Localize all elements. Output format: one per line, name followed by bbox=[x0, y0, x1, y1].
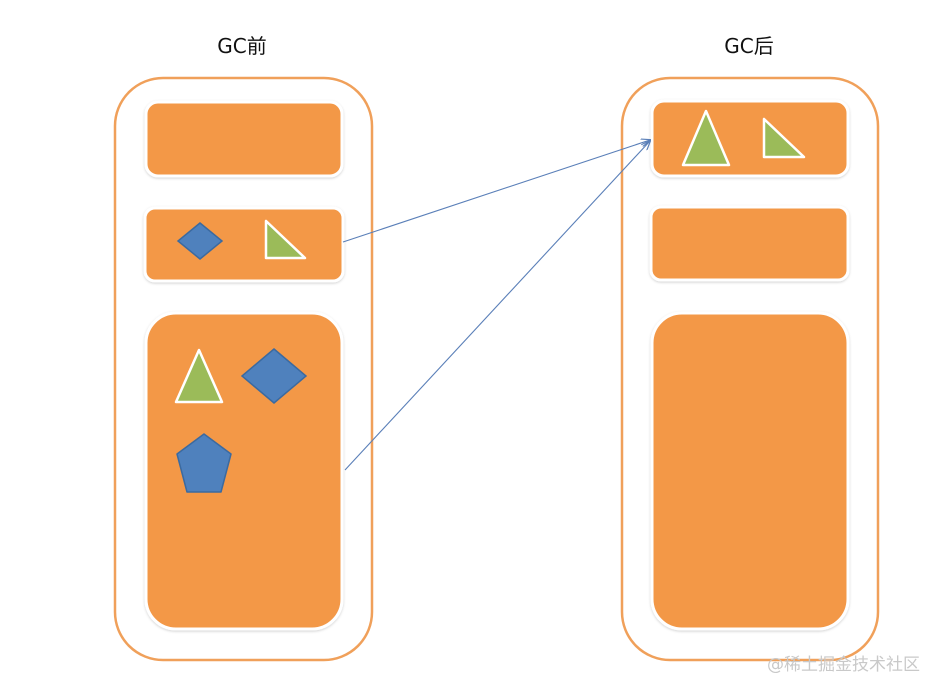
watermark: @稀土掘金技术社区 bbox=[767, 655, 920, 675]
after-region-1-right-triangle-shape bbox=[762, 117, 806, 159]
after-region-1 bbox=[650, 99, 850, 178]
before-region-3-diamond-shape bbox=[240, 348, 308, 404]
arrow-from-region-2 bbox=[342, 140, 650, 243]
after-region-1-triangle-shape bbox=[681, 109, 731, 167]
after-region-2 bbox=[649, 205, 850, 282]
before-region-3-triangle-shape bbox=[174, 348, 224, 404]
after-title: GC后 bbox=[724, 34, 773, 58]
after-region-3 bbox=[650, 311, 850, 631]
before-region-3-pentagon-shape bbox=[176, 433, 232, 493]
before-column bbox=[113, 76, 374, 662]
before-title: GC前 bbox=[217, 34, 266, 58]
before-region-2 bbox=[143, 206, 345, 283]
before-region-2-diamond-shape bbox=[176, 222, 224, 260]
after-column bbox=[620, 76, 880, 662]
arrow-from-region-3 bbox=[344, 141, 650, 471]
before-region-3 bbox=[144, 311, 344, 631]
before-region-2-right-triangle-shape bbox=[264, 219, 307, 260]
before-region-1 bbox=[144, 100, 344, 178]
